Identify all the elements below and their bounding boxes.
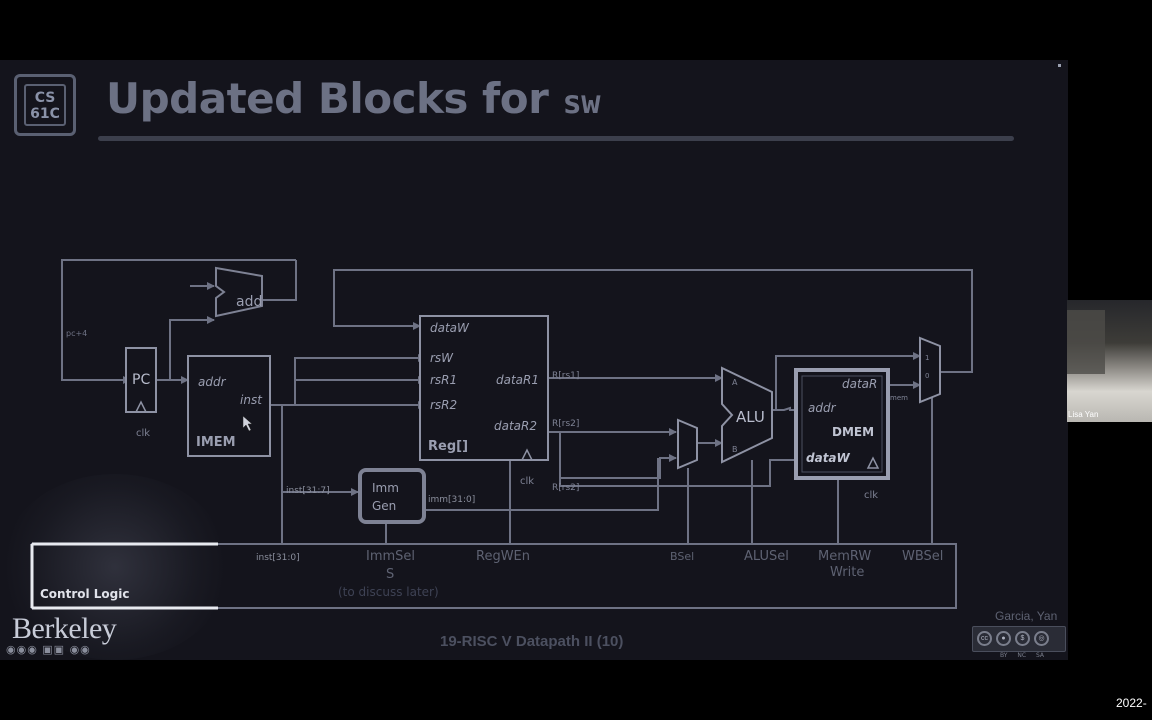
signal-r-rs2: R[rs2]	[552, 419, 579, 429]
control-memrw-value: Write	[830, 565, 864, 580]
nc-icon: $	[1015, 631, 1030, 646]
control-immsel-note: (to discuss later)	[338, 585, 439, 599]
control-immsel-value: S	[386, 567, 394, 582]
slide-title-text: Updated Blocks for	[106, 74, 563, 123]
webcam-participant-name: Lisa Yan	[1068, 410, 1099, 419]
reg-datar1-label: dataR1	[496, 373, 539, 387]
imem-name-label: IMEM	[196, 435, 236, 450]
control-alusel-label: ALUSel	[744, 549, 789, 564]
control-immsel-label: ImmSel	[366, 549, 415, 564]
dmem-name-label: DMEM	[832, 425, 874, 439]
signal-r-rs2-low: R[rs2]	[552, 483, 579, 493]
control-bsel-label: BSel	[670, 550, 694, 563]
wb-mux-0: 0	[925, 372, 929, 380]
reg-name-label: Reg[]	[428, 439, 468, 454]
imm-gen-block	[358, 468, 426, 524]
slide-authors: Garcia, Yan	[995, 609, 1058, 623]
footer-left-icons: ◉◉◉ ▣▣ ◉◉	[6, 643, 91, 656]
lecture-slide: CS 61C Updated Blocks for sw	[0, 60, 1068, 660]
by-icon: ●	[996, 631, 1011, 646]
signal-mem: mem	[890, 394, 908, 402]
signal-imm-31-0: imm[31:0]	[428, 495, 475, 505]
datapath-diagram: add pc+4 PC clk addr inst IMEM dataW rsW…	[30, 259, 973, 610]
corner-date-text: 2022-	[1116, 696, 1147, 710]
slide-title-code: sw	[562, 83, 601, 121]
control-logic-highlight	[0, 474, 230, 660]
cs61c-logo: CS 61C	[14, 74, 76, 136]
control-regwen-label: RegWEn	[476, 549, 530, 564]
imem-block	[187, 355, 271, 457]
wbsel-mux	[919, 336, 941, 404]
webcam-thumbnail[interactable]: Lisa Yan	[1067, 300, 1152, 422]
adder-block	[215, 266, 263, 318]
reg-rsr1-label: rsR1	[430, 373, 457, 387]
dmem-dataw-label: dataW	[806, 451, 851, 465]
webcam-background-shade	[1067, 310, 1105, 374]
control-inst-label: inst[31:0]	[256, 553, 300, 563]
sa-icon: ◎	[1034, 631, 1049, 646]
reg-datar2-label: dataR2	[494, 419, 537, 433]
reg-dataw-label: dataW	[430, 321, 470, 335]
signal-r-rs1: R[rs1]	[552, 371, 579, 381]
imm-gen-line2: Gen	[372, 499, 396, 513]
cc-labels: BY NC SA	[1000, 652, 1044, 659]
reg-rsr2-label: rsR2	[430, 398, 457, 412]
add-label: add	[236, 294, 262, 310]
register-file-block	[419, 315, 549, 461]
pc-plus4-wire	[262, 260, 297, 301]
reg-clk-label: clk	[520, 476, 534, 487]
imem-inst-label: inst	[240, 393, 263, 407]
pc-plus4-label: pc+4	[66, 329, 87, 338]
cc-icon: cc	[977, 631, 992, 646]
cs61c-logo-text: CS 61C	[24, 84, 66, 126]
alu-a-label: A	[732, 378, 738, 387]
pc-clk-label: clk	[136, 428, 150, 439]
reg-rsw-label: rsW	[430, 351, 454, 365]
mouse-cursor-icon	[242, 415, 253, 432]
dmem-clk-label: clk	[864, 490, 878, 501]
creative-commons-badge: cc ● $ ◎	[972, 626, 1066, 652]
slide-title: Updated Blocks for sw	[106, 74, 601, 123]
dmem-addr-label: addr	[808, 401, 837, 415]
imm-gen-line1: Imm	[372, 481, 399, 495]
bsel-mux	[677, 418, 698, 470]
alu-b-label: B	[732, 445, 738, 454]
alu-block	[721, 366, 773, 464]
control-memrw-label: MemRW	[818, 549, 871, 564]
control-logic-label: Control Logic	[40, 587, 130, 601]
pc-label: PC	[132, 372, 150, 388]
signal-inst-31-7: inst[31:7]	[286, 486, 330, 496]
imem-addr-label: addr	[198, 375, 227, 389]
title-divider	[98, 136, 1014, 141]
control-wbsel-label: WBSel	[902, 549, 943, 564]
dmem-datar-label: dataR	[842, 377, 877, 391]
berkeley-logo: Berkeley	[12, 612, 117, 645]
wb-mux-1: 1	[925, 354, 929, 362]
alu-label: ALU	[736, 408, 765, 426]
screen-marker-dot	[1058, 64, 1061, 67]
slide-footer-title: 19-RISC V Datapath II (10)	[440, 633, 624, 650]
